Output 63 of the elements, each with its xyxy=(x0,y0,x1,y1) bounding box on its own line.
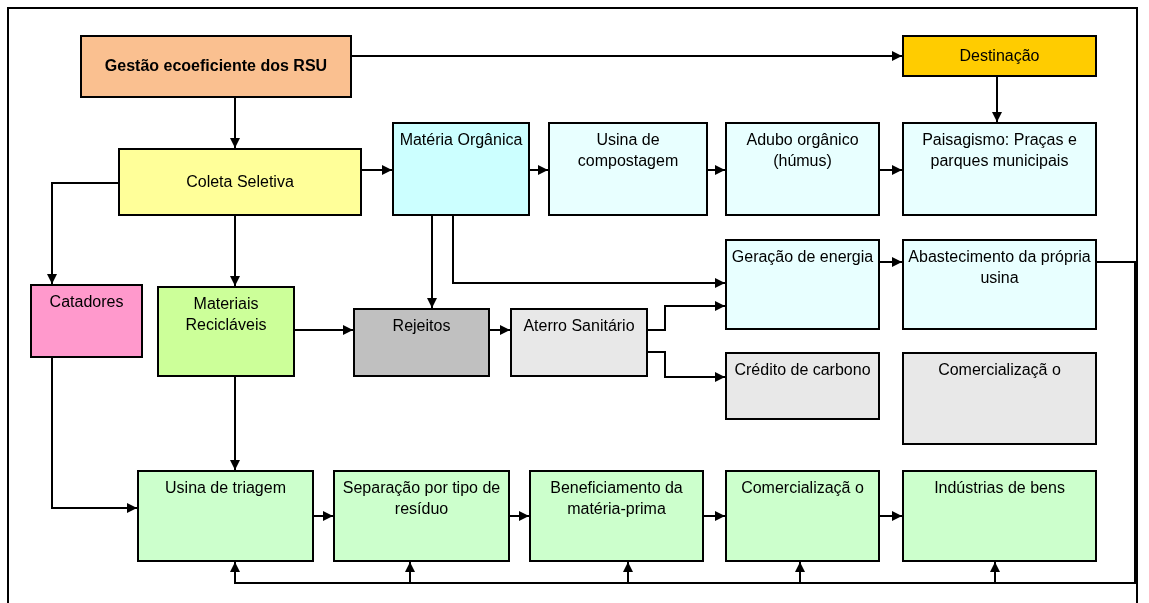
process-box xyxy=(902,122,1097,216)
arrow xyxy=(452,215,726,288)
process-box xyxy=(118,148,362,216)
box-label: Usina de compostagem xyxy=(576,130,680,171)
process-box xyxy=(529,470,704,562)
process-box xyxy=(30,284,143,358)
process-box xyxy=(725,352,880,420)
arrow xyxy=(990,261,1136,584)
arrow xyxy=(230,215,240,287)
box-label: Comercializaçã o xyxy=(741,478,864,498)
box-label: Abastecimento da própria usina xyxy=(907,247,1092,288)
process-box xyxy=(137,470,314,562)
box-label: Rejeitos xyxy=(392,316,451,336)
arrow xyxy=(707,165,726,175)
process-box xyxy=(902,239,1097,330)
arrow xyxy=(992,76,1002,123)
arrow xyxy=(361,165,393,175)
process-box xyxy=(902,470,1097,562)
arrow xyxy=(47,182,119,285)
arrow xyxy=(230,97,240,149)
box-label: Beneficiamento da matéria-prima xyxy=(549,478,684,519)
arrow xyxy=(879,511,903,521)
arrow xyxy=(294,325,354,335)
box-label: Paisagismo: Praças e parques municipais xyxy=(921,130,1078,171)
process-box xyxy=(80,35,352,98)
arrow xyxy=(879,165,903,175)
process-box xyxy=(548,122,708,216)
arrow xyxy=(351,51,903,61)
process-box xyxy=(392,122,530,216)
arrow xyxy=(879,257,903,267)
box-label: Indústrias de bens xyxy=(934,478,1065,498)
arrow xyxy=(509,511,530,521)
box-label: Geração de energia xyxy=(731,247,874,267)
process-box xyxy=(725,239,880,330)
arrow xyxy=(230,376,240,471)
arrow xyxy=(647,301,726,331)
box-label: Matéria Orgânica xyxy=(399,130,523,150)
process-box xyxy=(902,35,1097,77)
box-label: Adubo orgânico (húmus) xyxy=(745,130,860,171)
arrow xyxy=(647,351,726,382)
box-label: Comercializaçã o xyxy=(938,360,1061,380)
arrow xyxy=(703,511,726,521)
box-label: Usina de triagem xyxy=(165,478,286,498)
box-label: Coleta Seletiva xyxy=(186,171,294,192)
box-label: Aterro Sanitário xyxy=(523,316,635,336)
box-label: Catadores xyxy=(49,292,124,312)
box-label: Destinação xyxy=(959,45,1040,66)
arrow xyxy=(529,165,549,175)
box-label: Crédito de carbono xyxy=(734,360,871,380)
process-box xyxy=(902,352,1097,445)
arrow xyxy=(489,325,511,335)
box-label: Gestão ecoeficiente dos RSU xyxy=(104,56,328,77)
arrow xyxy=(51,357,138,513)
process-box xyxy=(353,308,490,377)
process-box xyxy=(725,470,880,562)
process-box xyxy=(333,470,510,562)
arrow xyxy=(427,215,437,309)
process-box xyxy=(725,122,880,216)
box-label: Materiais Recicláveis xyxy=(184,294,268,335)
process-box xyxy=(157,286,295,377)
arrow xyxy=(313,511,334,521)
process-box xyxy=(510,308,648,377)
box-label: Separação por tipo de resíduo xyxy=(341,478,502,519)
